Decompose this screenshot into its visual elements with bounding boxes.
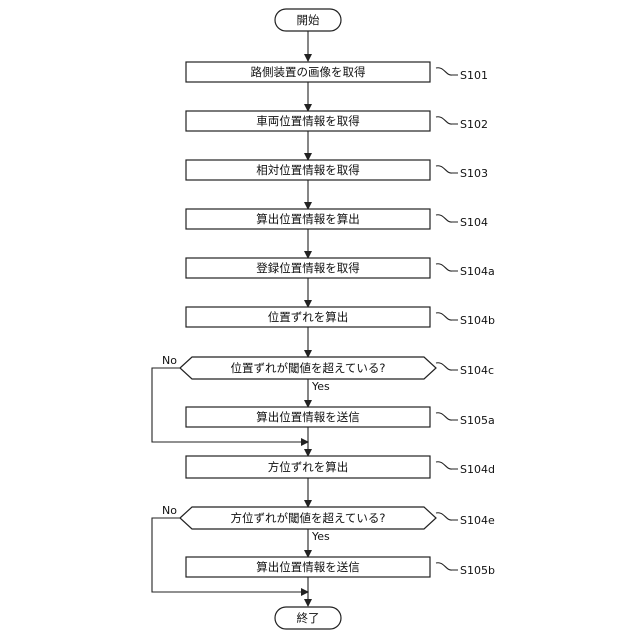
step-id-s103: S103 <box>460 167 488 180</box>
leader-s104c <box>436 363 458 370</box>
step-s104d: 方位ずれを算出 S104d <box>186 456 495 478</box>
step-id-s104: S104 <box>460 216 488 229</box>
leader-s105b <box>436 563 458 570</box>
start-label: 開始 <box>297 13 320 27</box>
step-text-s105a: 算出位置情報を送信 <box>256 410 360 424</box>
step-id-s104a: S104a <box>460 265 495 278</box>
end-label: 終了 <box>297 611 320 625</box>
step-id-s104b: S104b <box>460 314 495 327</box>
leader-s104 <box>436 215 458 222</box>
step-s102: 車両位置情報を取得 S102 <box>186 111 488 131</box>
leader-s104b <box>436 313 458 320</box>
step-id-s102: S102 <box>460 118 488 131</box>
yes-label-1: Yes <box>311 380 330 393</box>
step-id-s105a: S105a <box>460 414 495 427</box>
step-text-s101: 路側装置の画像を取得 <box>251 65 366 79</box>
step-text-s102: 車両位置情報を取得 <box>256 114 360 128</box>
step-text-s104: 算出位置情報を算出 <box>256 212 360 226</box>
step-s104e: 方位ずれが閾値を超えている? S104e <box>180 507 495 529</box>
step-s101: 路側装置の画像を取得 S101 <box>186 62 488 82</box>
leader-s101 <box>436 68 458 75</box>
step-id-s105b: S105b <box>460 564 495 577</box>
step-id-s101: S101 <box>460 69 488 82</box>
step-text-s103: 相対位置情報を取得 <box>256 163 360 177</box>
step-s104a: 登録位置情報を取得 S104a <box>186 258 495 278</box>
start-terminator: 開始 <box>275 9 341 31</box>
step-id-s104e: S104e <box>460 514 495 527</box>
no-label-1: No <box>162 354 177 367</box>
leader-s104a <box>436 264 458 271</box>
step-s105b: 算出位置情報を送信 S105b <box>186 557 495 577</box>
step-s104b: 位置ずれを算出 S104b <box>186 307 495 327</box>
leader-s105a <box>436 413 458 420</box>
yes-label-2: Yes <box>311 530 330 543</box>
step-text-s104b: 位置ずれを算出 <box>268 310 349 324</box>
step-text-s104d: 方位ずれを算出 <box>268 460 349 474</box>
step-s104: 算出位置情報を算出 S104 <box>186 209 488 229</box>
step-text-s104c: 位置ずれが閾値を超えている? <box>230 361 385 375</box>
step-s103: 相対位置情報を取得 S103 <box>186 160 488 180</box>
no-label-2: No <box>162 504 177 517</box>
step-text-s104a: 登録位置情報を取得 <box>256 261 360 275</box>
steps: 路側装置の画像を取得 S101 車両位置情報を取得 S102 相対位置情報を取得 S103… <box>180 62 495 577</box>
step-id-s104c: S104c <box>460 364 494 377</box>
step-s104c: 位置ずれが閾値を超えている? S104c <box>180 357 494 379</box>
leader-s104e <box>436 513 458 520</box>
leader-s102 <box>436 117 458 124</box>
step-text-s104e: 方位ずれが閾値を超えている? <box>230 511 385 525</box>
step-id-s104d: S104d <box>460 463 495 476</box>
step-s105a: 算出位置情報を送信 S105a <box>186 407 495 427</box>
end-terminator: 終了 <box>275 607 341 629</box>
step-text-s105b: 算出位置情報を送信 <box>256 560 360 574</box>
leader-s103 <box>436 166 458 173</box>
leader-s104d <box>436 462 458 469</box>
